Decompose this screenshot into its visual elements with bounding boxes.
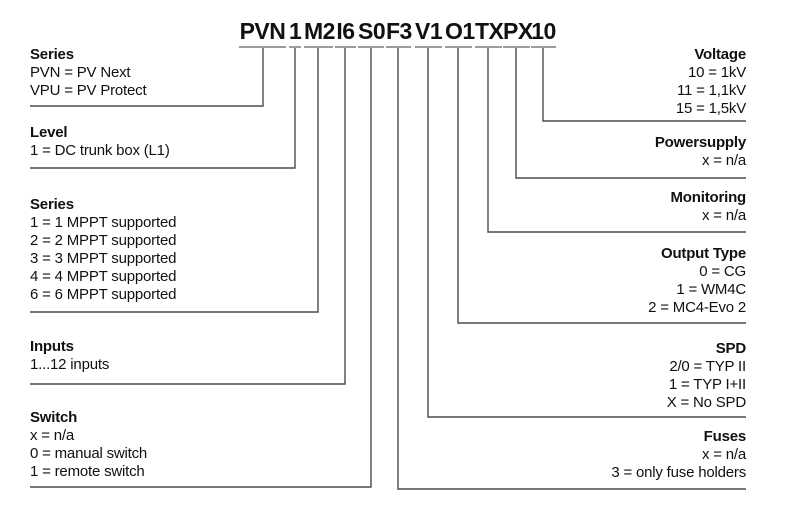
section-switch: Switch x = n/a 0 = manual switch 1 = rem… [30,409,147,481]
section-series-mppt: Series 1 = 1 MPPT supported 2 = 2 MPPT s… [30,196,176,304]
section-spd: SPD 2/0 = TYP II 1 = TYP I+II X = No SPD [667,340,746,412]
code-segment-pvn: PVN [239,18,286,48]
section-title: Fuses [703,428,747,445]
section-title: Series [30,46,74,63]
section-item: x = n/a [701,207,746,224]
section-fuses: Fuses x = n/a 3 = only fuse holders [611,428,746,482]
connector-switch-line [30,48,372,488]
connector-series-mppt-line [30,48,319,313]
section-item: 1 = TYP I+II [668,376,746,393]
section-item: x = n/a [701,446,746,463]
section-title: Monitoring [670,189,747,206]
section-level: Level 1 = DC trunk box (L1) [30,124,170,160]
section-output-type: Output Type 0 = CG 1 = WM4C 2 = MC4-Evo … [648,245,746,317]
section-item: 11 = 1,1kV [676,82,746,99]
code-segment-1: 1 [289,18,302,48]
connector-fuses-line [397,48,746,490]
section-item: 0 = CG [699,263,746,280]
section-item: 6 = 6 MPPT supported [30,286,177,303]
connector-level-line [30,48,296,169]
section-monitoring: Monitoring x = n/a [670,189,747,225]
section-title: Switch [30,409,78,426]
section-title: Output Type [660,245,746,262]
code-segment-tx: TX [475,18,504,48]
section-item: 2/0 = TYP II [669,358,746,375]
connector-pvn-series-line [30,48,264,107]
code-segment-s0: S0 [358,18,386,48]
section-item: X = No SPD [666,394,746,411]
connector-output-type-line [457,48,746,324]
section-item: x = n/a [701,152,746,169]
section-item: 0 = manual switch [30,445,148,462]
connector-monitoring-line [487,48,746,233]
code-segment-10: 10 [531,18,556,48]
section-item: 15 = 1,5kV [675,100,746,117]
section-item: 2 = 2 MPPT supported [30,232,177,249]
section-title: Inputs [30,338,74,355]
code-segment-f3: F3 [386,18,412,48]
section-title: SPD [715,340,746,357]
section-title: Series [30,196,74,213]
section-item: 1 = WM4C [676,281,746,298]
section-item: 4 = 4 MPPT supported [30,268,177,285]
connector-spd-line [427,48,746,418]
section-item: 3 = 3 MPPT supported [30,250,177,267]
section-item: 3 = only fuse holders [611,464,746,481]
section-item: 1...12 inputs [30,356,110,373]
connector-voltage-line [542,48,746,122]
section-item: 10 = 1kV [687,64,746,81]
code-segment-m2: M2 [304,18,335,48]
section-item: x = n/a [30,427,75,444]
section-item: VPU = PV Protect [30,82,147,99]
section-item: 1 = 1 MPPT supported [30,214,177,231]
connector-powersupply-line [515,48,746,179]
section-inputs: Inputs 1...12 inputs [30,338,109,374]
code-segment-v1: V1 [415,18,443,48]
code-segment-i6: I6 [335,18,356,48]
code-segment-px: PX [503,18,533,48]
section-powersupply: Powersupply x = n/a [655,134,746,170]
code-segment-o1: O1 [445,18,475,48]
section-series: Series PVN = PV Next VPU = PV Protect [30,46,147,100]
section-title: Voltage [694,46,746,63]
section-voltage: Voltage 10 = 1kV 11 = 1,1kV 15 = 1,5kV [676,46,746,118]
section-item: 2 = MC4-Evo 2 [648,299,746,316]
section-title: Powersupply [654,134,746,151]
section-title: Level [30,124,68,141]
section-item: PVN = PV Next [30,64,131,81]
section-item: 1 = remote switch [30,463,145,480]
connector-inputs-line [30,48,346,385]
section-item: 1 = DC trunk box (L1) [30,142,170,159]
